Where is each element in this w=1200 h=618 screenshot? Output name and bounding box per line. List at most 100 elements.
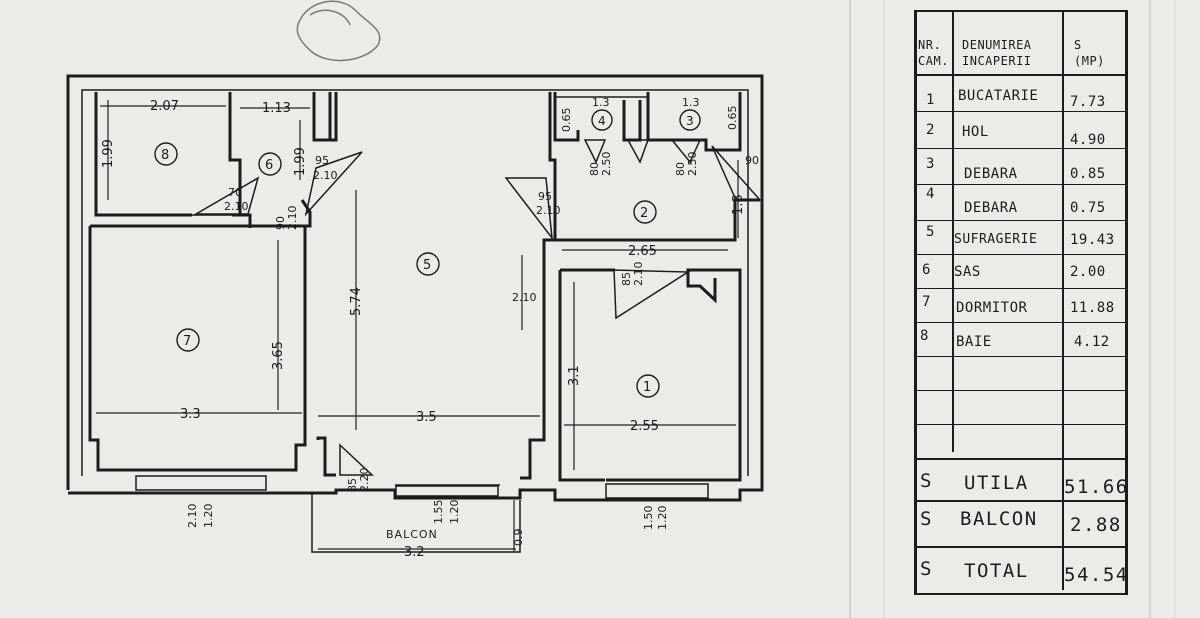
row-name: DORMITOR bbox=[956, 300, 1028, 316]
row-nr: 8 bbox=[920, 328, 929, 344]
dim-label: 2.10 bbox=[632, 262, 645, 287]
room-number-7: 7 bbox=[183, 334, 191, 349]
dim-label: 85 bbox=[346, 478, 359, 492]
header-area: S bbox=[1074, 38, 1082, 52]
row-nr: 1 bbox=[926, 92, 935, 108]
doors bbox=[193, 139, 762, 476]
row-nr: 4 bbox=[926, 186, 935, 202]
dim-label: 1.3 bbox=[592, 96, 610, 109]
dim-label: 2.10 bbox=[536, 204, 561, 217]
row-area: 0.75 bbox=[1070, 200, 1106, 216]
total-s: S bbox=[920, 470, 933, 492]
dim-label: 1.99 bbox=[293, 147, 308, 176]
row-nr: 5 bbox=[926, 224, 935, 240]
dimension-lines bbox=[96, 100, 739, 552]
room-number-4: 4 bbox=[598, 114, 606, 128]
room-marker-circle bbox=[416, 252, 440, 276]
room-marker-circle bbox=[591, 109, 613, 131]
dim-label: 1.99 bbox=[101, 139, 116, 168]
dim-label: 2.10 bbox=[186, 504, 199, 529]
dim-label: 2.65 bbox=[628, 244, 657, 259]
dim-label: 80 bbox=[674, 162, 687, 176]
dim-label: 0.9 bbox=[512, 529, 525, 547]
row-name: SUFRAGERIE bbox=[954, 232, 1038, 247]
outer-walls bbox=[66, 74, 764, 502]
total-value: 51.66 bbox=[1064, 476, 1129, 498]
total-value: 2.88 bbox=[1070, 514, 1122, 536]
room-marker-circle bbox=[154, 142, 178, 166]
balcony-label: BALCON bbox=[386, 528, 438, 541]
dim-label: 2.20 bbox=[358, 468, 371, 493]
dim-label: 3.2 bbox=[404, 545, 425, 560]
room-number-6: 6 bbox=[265, 158, 273, 173]
row-area: 4.90 bbox=[1070, 132, 1106, 148]
dim-label: 2.50 bbox=[600, 152, 613, 177]
room-marker-circle bbox=[633, 200, 657, 224]
room-number-8: 8 bbox=[161, 148, 169, 163]
row-name: DEBARA bbox=[964, 200, 1018, 216]
dim-label: 2.10 bbox=[224, 200, 249, 213]
dim-label: 1.13 bbox=[262, 101, 291, 116]
total-label: TOTAL bbox=[964, 560, 1029, 582]
total-s: S bbox=[920, 558, 933, 580]
dim-label: 0.65 bbox=[726, 106, 739, 131]
row-area: 11.88 bbox=[1070, 300, 1115, 316]
row-name: DEBARA bbox=[964, 166, 1018, 182]
row-name: BAIE bbox=[956, 334, 992, 350]
dim-label: 70 bbox=[228, 186, 242, 199]
row-nr: 6 bbox=[922, 262, 931, 278]
stamp-mark bbox=[296, 0, 381, 62]
dim-label: 1.55 bbox=[432, 500, 445, 525]
dim-label: 2.55 bbox=[630, 419, 659, 434]
row-area: 4.12 bbox=[1074, 334, 1110, 350]
row-area: 19.43 bbox=[1070, 232, 1115, 248]
header-area-unit: (MP) bbox=[1074, 54, 1105, 68]
dim-label: 3.3 bbox=[180, 407, 201, 422]
dim-label: 80 bbox=[588, 162, 601, 176]
room-marker-circle bbox=[636, 374, 660, 398]
dimension-labels: 2.07 1.13 1.99 1.99 95 2.10 70 2.10 90 2… bbox=[101, 96, 759, 560]
dim-label: 1.20 bbox=[656, 506, 669, 531]
dim-label: 95 bbox=[315, 154, 329, 167]
scan-streaks bbox=[849, 0, 1176, 618]
header-name-2: INCAPERII bbox=[962, 54, 1032, 68]
total-label: BALCON bbox=[960, 508, 1038, 530]
room-number-2: 2 bbox=[640, 206, 648, 221]
dim-label: 90 bbox=[745, 154, 759, 167]
dim-label: 2.10 bbox=[313, 169, 338, 182]
room-marker-circle bbox=[679, 109, 701, 131]
dim-label: 2.50 bbox=[686, 152, 699, 177]
dim-label: 3.65 bbox=[271, 341, 286, 370]
header-nr: NR. bbox=[918, 38, 942, 52]
dim-label: 0.65 bbox=[560, 108, 573, 133]
total-s: S bbox=[920, 508, 933, 530]
dim-label: 1.20 bbox=[202, 504, 215, 529]
dim-label: 85 bbox=[620, 272, 633, 286]
room-marker-circle bbox=[258, 152, 282, 176]
row-nr: 3 bbox=[926, 156, 935, 172]
header-name: DENUMIREA bbox=[962, 38, 1032, 52]
dim-label: 1.8 bbox=[731, 194, 746, 215]
row-area: 0.85 bbox=[1070, 166, 1106, 182]
dim-label: 1.50 bbox=[642, 506, 655, 531]
dim-label: 5.74 bbox=[349, 287, 364, 316]
dim-label: 2.07 bbox=[150, 99, 179, 114]
dim-label: 3.5 bbox=[416, 410, 437, 425]
header-cam: CAM. bbox=[918, 54, 949, 68]
dim-label: 90 bbox=[274, 216, 287, 230]
row-area: 7.73 bbox=[1070, 94, 1106, 110]
row-name: HOL bbox=[962, 124, 989, 140]
room-markers: 8 6 7 5 2 1 4 3 bbox=[154, 109, 701, 398]
room-marker-circle bbox=[176, 328, 200, 352]
balcony bbox=[311, 484, 521, 553]
row-nr: 2 bbox=[926, 122, 935, 138]
dim-label: 1.3 bbox=[682, 96, 700, 109]
windows bbox=[135, 475, 709, 499]
row-name: BUCATARIE bbox=[958, 88, 1039, 104]
dim-label: 3.1 bbox=[567, 365, 582, 386]
total-label: UTILA bbox=[964, 472, 1029, 494]
row-name: SAS bbox=[954, 264, 981, 280]
total-value: 54.54 bbox=[1064, 564, 1129, 586]
